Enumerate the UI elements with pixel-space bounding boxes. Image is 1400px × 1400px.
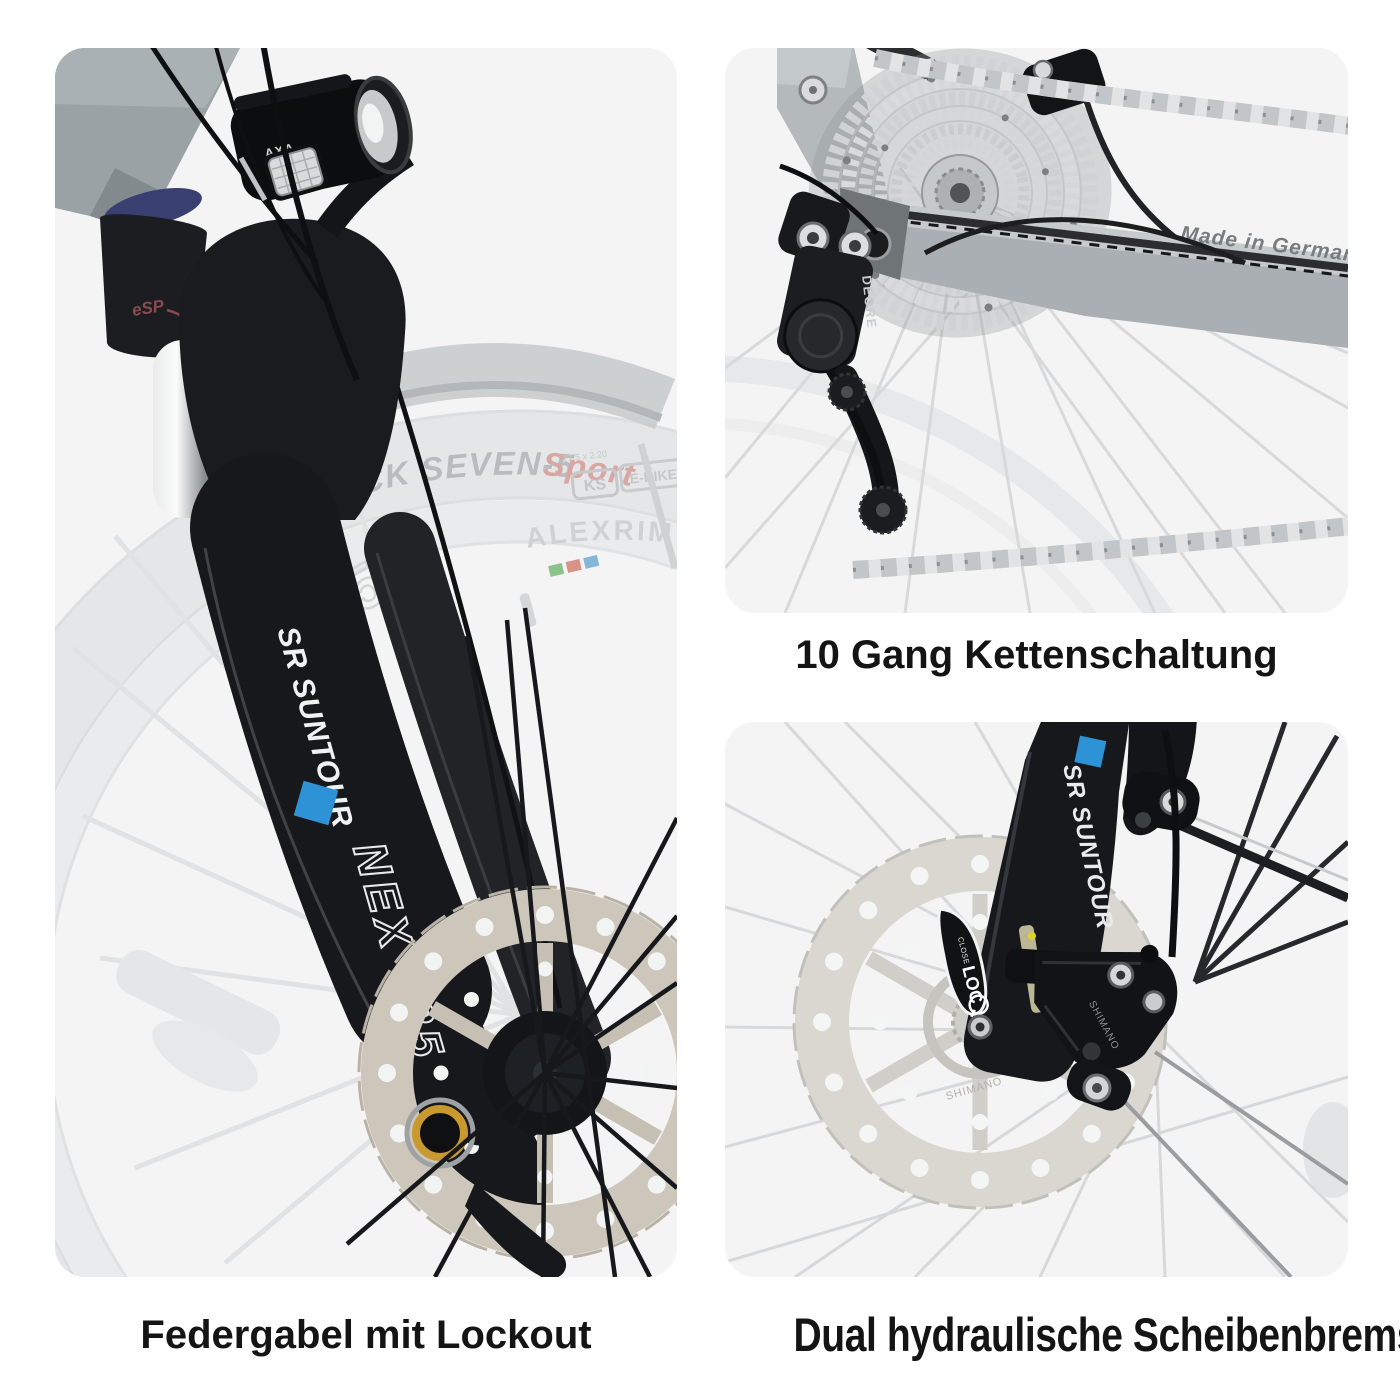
valve-stem (519, 593, 537, 627)
svg-text:KS: KS (583, 476, 607, 495)
fork-crown (179, 218, 406, 520)
axle-gold-ring (412, 1105, 468, 1161)
caption-brakes-text: Dual hydraulische Scheibenbremsen (793, 1308, 1400, 1361)
rear-derailleur: DEORE (777, 163, 908, 535)
front-reflector (263, 142, 329, 201)
ghost-kickstand (116, 950, 281, 1092)
derailleur-cable (779, 163, 879, 236)
tire-badge-ks: KS (570, 467, 620, 501)
brake-caliper: SHIMANO (1004, 944, 1178, 1070)
fork-decal-blue-square (293, 780, 339, 826)
front-caliper (465, 1183, 566, 1277)
lockout-q-icon (968, 994, 989, 1015)
derailleur-model-text: DEORE (859, 275, 880, 330)
chainstay-protector (864, 206, 1348, 272)
fork-crown-assembly: eSP (100, 143, 415, 520)
shift-cable (923, 217, 1247, 266)
fork-photo-panel: KWICK SEVEN-5 Sport 27.5 x 2.20 KS E-BIK… (55, 48, 677, 1277)
front-spokes (345, 607, 677, 1277)
brake-hose (1161, 729, 1180, 958)
fork-illustration: KWICK SEVEN-5 Sport 27.5 x 2.20 KS E-BIK… (55, 48, 677, 1277)
brakes-photo-panel: SHIMANO (725, 722, 1348, 1277)
rim-color-stripes (548, 554, 600, 577)
cables (150, 48, 360, 382)
drivetrain-photo-panel: Made in Germany (725, 48, 1348, 613)
caption-brakes: Dual hydraulische Scheibenbremsen (725, 1295, 1400, 1378)
derailleur-body: DEORE (777, 245, 880, 374)
brakes-illustration: SHIMANO (725, 722, 1348, 1277)
fork-decal-blue-square (1074, 735, 1107, 768)
caption-drivetrain: 10 Gang Kettenschaltung (795, 633, 1278, 677)
rack-strut (1175, 812, 1348, 903)
hub-axle (1066, 1059, 1132, 1111)
caption-fork: Federgabel mit Lockout (140, 1313, 592, 1357)
crown-logo-text: eSP (131, 296, 166, 320)
fender-stay (637, 443, 677, 569)
chain-bottom (852, 517, 1348, 579)
spokes-mid (1123, 1050, 1348, 1277)
ghost-wheel (55, 409, 677, 1277)
headlight: AXA (230, 74, 413, 201)
lockout-lever: CLOSE LOC (937, 907, 993, 1040)
drivetrain-illustration: Made in Germany (725, 48, 1348, 613)
chain-top (873, 49, 1348, 135)
